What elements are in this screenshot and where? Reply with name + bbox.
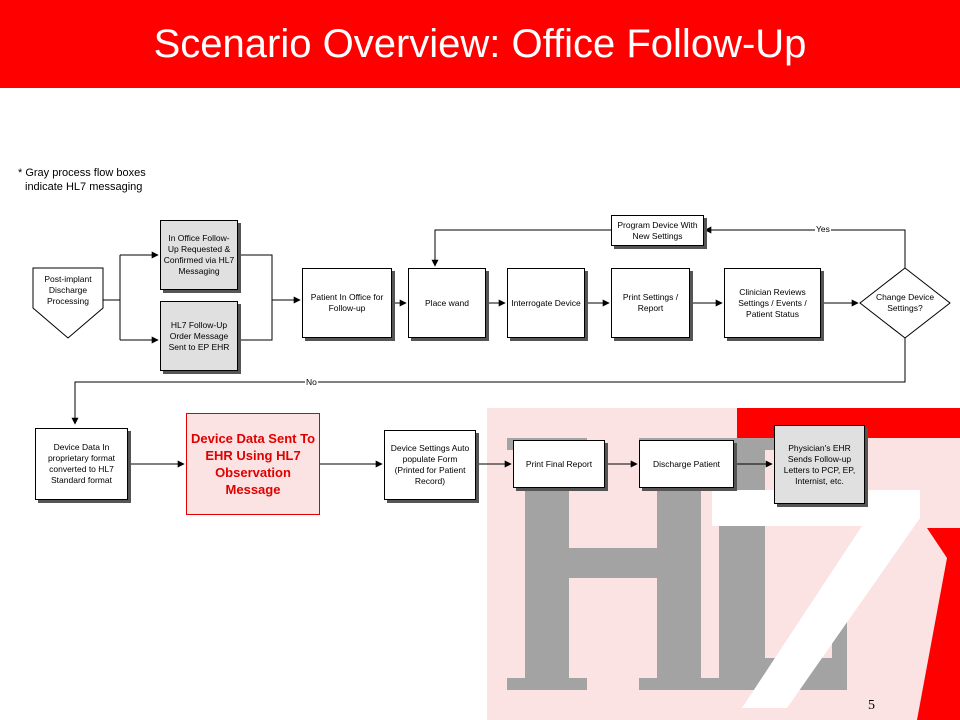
node-print-final: Print Final Report: [513, 440, 605, 488]
node-auto-populate: Device Settings Auto populate Form (Prin…: [384, 430, 476, 500]
node-discharge: Discharge Patient: [639, 440, 734, 488]
node-place-wand: Place wand: [408, 268, 486, 338]
title-bar: [0, 0, 960, 88]
node-interrogate: Interrogate Device: [507, 268, 585, 338]
node-change-settings: Change Device Settings?: [875, 292, 935, 313]
edge-label-yes: Yes: [815, 224, 831, 234]
node-device-data: Device Data In proprietary format conver…: [35, 428, 128, 500]
edge-label-no: No: [305, 377, 318, 387]
node-physician-ehr: Physician's EHR Sends Follow-up Letters …: [774, 425, 865, 504]
legend-note-line1: * Gray process flow boxes: [18, 167, 146, 179]
slide-title: Scenario Overview: Office Follow-Up: [153, 22, 807, 66]
post-implant-shape: [32, 267, 104, 339]
node-in-office-request: In Office Follow-Up Requested & Confirme…: [160, 220, 238, 290]
node-program-device: Program Device With New Settings: [611, 215, 704, 246]
node-print-settings: Print Settings / Report: [611, 268, 690, 338]
legend-note-line2: indicate HL7 messaging: [25, 181, 143, 193]
node-clinician-reviews: Clinician Reviews Settings / Events / Pa…: [724, 268, 821, 338]
page-number: 5: [868, 698, 875, 713]
node-patient-in-office: Patient In Office for Follow-up: [302, 268, 392, 338]
node-post-implant: Post-implant Discharge Processing: [44, 273, 92, 306]
node-device-data-sent: Device Data Sent To EHR Using HL7 Observ…: [186, 413, 320, 515]
node-hl7-order-message: HL7 Follow-Up Order Message Sent to EP E…: [160, 301, 238, 371]
legend-note: * Gray process flow boxes indicate HL7 m…: [18, 166, 218, 194]
